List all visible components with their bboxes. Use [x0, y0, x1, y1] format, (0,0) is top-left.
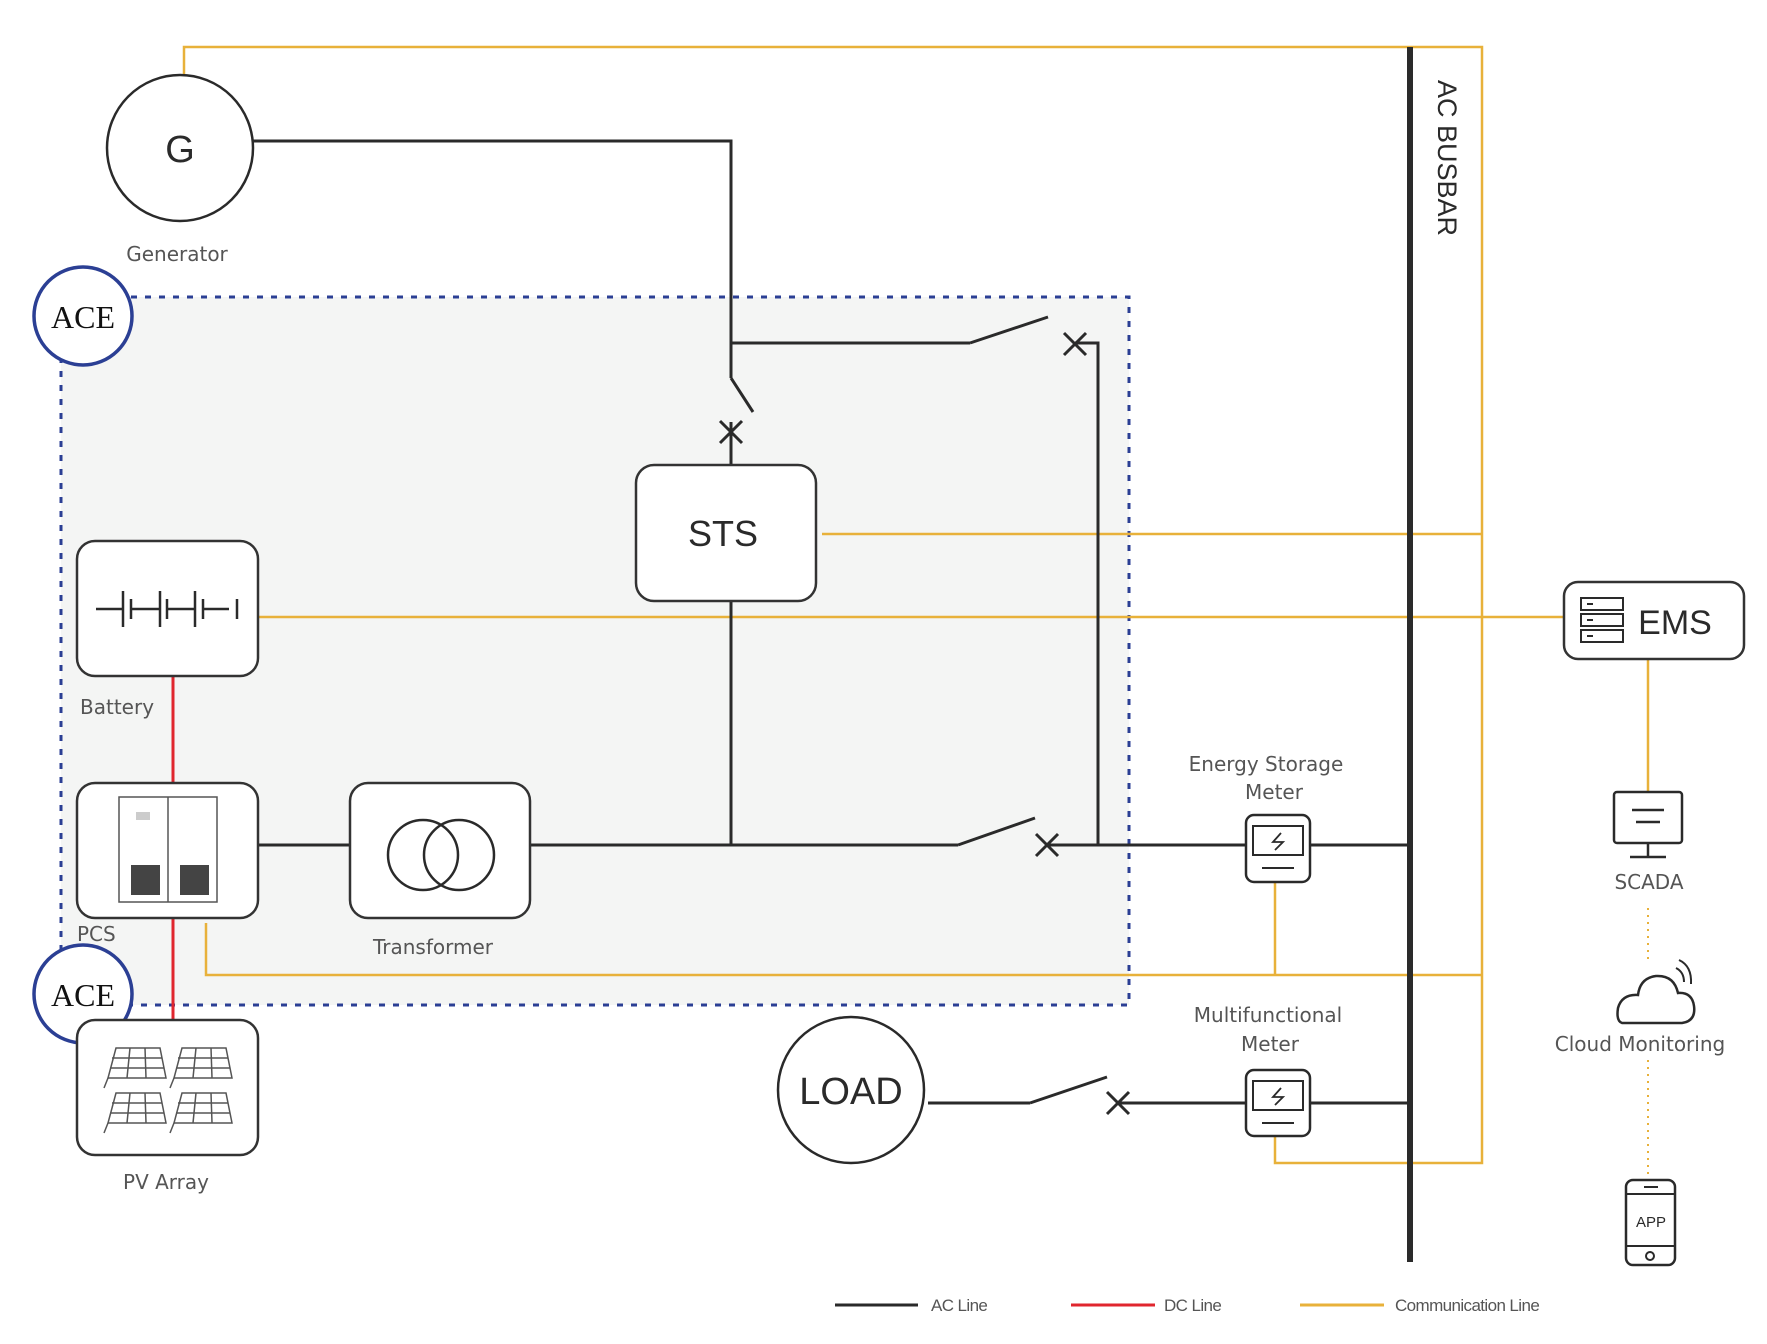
breaker-marks — [718, 331, 1131, 1116]
energy-storage-meter: Energy Storage Meter — [1189, 752, 1344, 884]
cloud-icon — [1616, 974, 1696, 1025]
pcs-label: PCS — [77, 922, 116, 946]
sts-label: STS — [688, 513, 758, 554]
server-icon — [1580, 597, 1624, 643]
energy-storage-meter-label-1: Energy Storage — [1189, 752, 1344, 776]
cloud-monitoring: Cloud Monitoring — [1555, 959, 1725, 1056]
inverter-cabinet-icon — [118, 796, 218, 903]
solar-panels-icon — [103, 1047, 233, 1134]
transformer-box: Transformer — [348, 781, 532, 959]
ems-box: EMS — [1562, 580, 1746, 661]
smartphone-icon — [1624, 1178, 1677, 1267]
ems-label: EMS — [1638, 604, 1712, 642]
pv-array-box: PV Array — [75, 1018, 260, 1194]
multifunctional-meter: Multifunctional Meter — [1194, 1003, 1342, 1138]
scada: SCADA — [1612, 790, 1684, 894]
communication-lines — [182, 45, 1650, 1175]
busbar-label: AC BUSBAR — [1432, 80, 1462, 236]
multifunctional-meter-label-2: Meter — [1241, 1032, 1300, 1056]
battery-cells-icon — [96, 591, 239, 627]
legend-dc-label: DC Line — [1164, 1296, 1221, 1315]
legend-ac-label: AC Line — [931, 1296, 987, 1315]
generator-symbol: G — [165, 129, 195, 171]
multifunctional-meter-label-1: Multifunctional — [1194, 1003, 1342, 1027]
load-label: LOAD — [799, 1071, 902, 1113]
monitor-icon — [1612, 790, 1684, 859]
legend: AC Line DC Line Communication Line — [835, 1296, 1540, 1315]
ace-badge-bottom: ACE — [32, 943, 134, 1045]
energy-storage-meter-label-2: Meter — [1245, 780, 1304, 804]
app: APP — [1624, 1178, 1677, 1267]
generator-label: Generator — [126, 242, 228, 266]
load: LOAD — [776, 1015, 926, 1165]
ace-badge-top: ACE — [32, 265, 134, 367]
signal-waves-icon — [1675, 959, 1693, 985]
pcs-box: PCS — [75, 781, 260, 946]
ac-lines — [253, 139, 1410, 1116]
bolt-icon — [1270, 832, 1286, 851]
sts-box: STS — [634, 463, 818, 603]
pv-array-label: PV Array — [123, 1170, 209, 1194]
scada-label: SCADA — [1614, 870, 1683, 894]
battery-box: Battery — [75, 539, 260, 719]
ace-badge-text: ACE — [51, 977, 115, 1013]
legend-comm-label: Communication Line — [1395, 1296, 1539, 1315]
generator: G Generator — [105, 73, 255, 266]
bolt-icon — [1270, 1087, 1286, 1106]
cloud-monitoring-label: Cloud Monitoring — [1555, 1032, 1725, 1056]
ace-badge-text: ACE — [51, 299, 115, 335]
app-label: APP — [1636, 1214, 1666, 1231]
transformer-icon — [386, 818, 496, 892]
transformer-label: Transformer — [372, 935, 494, 959]
battery-label: Battery — [80, 695, 154, 719]
